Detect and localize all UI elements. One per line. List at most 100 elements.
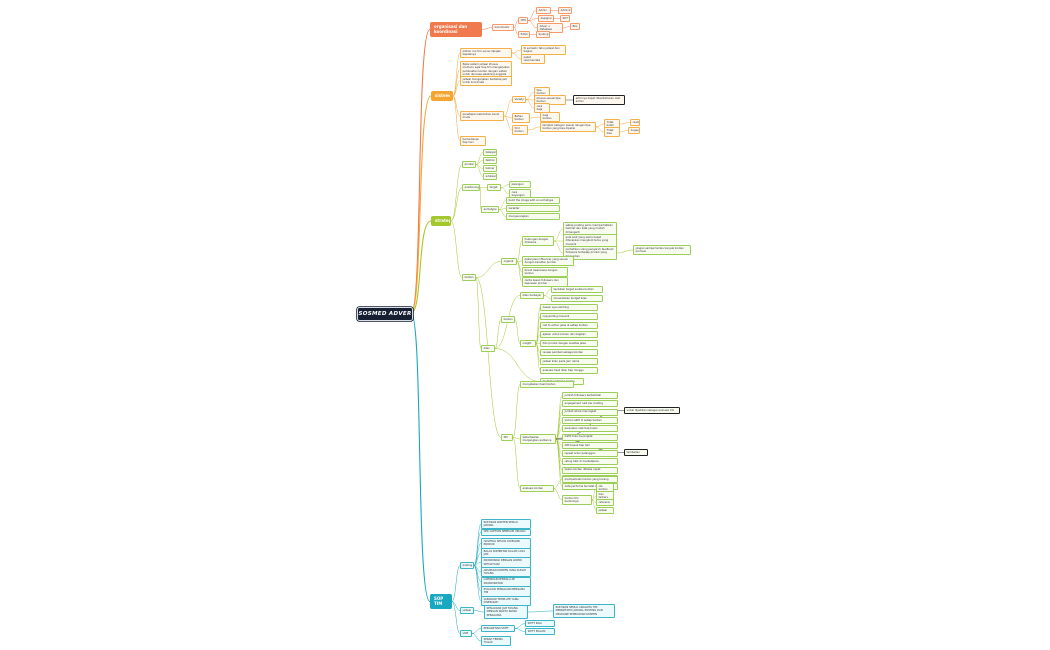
node-strategi-org_h_items-2[interactable]: perhatikan ulang pengaruh feedback follo… [563,246,617,260]
node-org-koordinator[interactable]: koordinator [492,24,514,31]
node-sop-shift_a_items-1[interactable]: SHIFT MALAM [525,628,555,635]
node-strategi-arch_items-0[interactable]: build the image with an archetype [506,197,560,204]
node-strategi-org4[interactable]: cerita kesan followers dan kepuasan prod… [522,277,568,288]
node-strategi-p_items-3[interactable]: edukasi [483,173,497,180]
node-sistem-s1b[interactable]: paket rekomendasi [521,54,545,65]
node-strategi-kpi_b[interactable]: evaluasi konten [520,485,554,492]
node-sop-jadwal[interactable]: jadwal [460,607,474,614]
node-sistem-s4c1a1[interactable]: ready [630,119,640,126]
node-strategi-ads_b_items-2[interactable]: call to action jelas di setiap konten [540,322,598,329]
connector [452,95,461,142]
node-strategi-pos_a_items-0[interactable]: kalangan [509,181,531,188]
node-sop-jadwal_a[interactable]: SESUAIKAN JAM TAYANG DENGAN WAKTU RAMAI … [484,605,528,619]
node-sistem-s3[interactable]: jadwal mengerjakan bertahap jam untuk ko… [460,76,512,87]
node-strategi-kpi_b2_items-3[interactable]: jadwal [596,507,614,514]
node-strategi-positioning[interactable]: positioning [462,184,480,191]
node-strategi-org3[interactable]: brand awareness dengan konten [522,267,568,278]
node-strategi-kpi_group[interactable]: menyatakan hasil konten [520,381,574,388]
node-strategi-konten[interactable]: konten [462,274,476,281]
node-sop-posting[interactable]: posting [460,562,474,569]
node-strategi-kpi_a_items-11[interactable]: data performa tercatat rapi [562,483,618,491]
node-org-adv_data[interactable]: Adver + Database [537,23,563,34]
root-node[interactable]: SOSMED ADVER [357,307,413,321]
node-sop-shift[interactable]: shift [460,630,472,637]
node-org-editor[interactable]: Editor [518,31,530,38]
node-strategi-kpi_b2_items-2[interactable]: referensi [596,499,614,506]
node-strategi-kpi_a_items-9[interactable]: pesan konten dibalas cepat [562,466,618,474]
node-strategi-organik[interactable]: organik [501,258,517,265]
connector [500,184,510,188]
branch-b1[interactable]: organisasi dan koordinasi [430,22,482,37]
node-strategi-p_items-2[interactable]: kuliner [483,165,497,172]
node-sistem-s5[interactable]: pemantauan tiap hari [460,136,486,147]
node-strategi-ads_a_items-1[interactable]: menentukan budget iklan [551,295,603,302]
node-strategi-ads_b[interactable]: konten [501,316,515,323]
node-strategi-kpi_a_items-3[interactable]: komen aktif di setiap konten [562,416,618,424]
node-sop-shift_b[interactable]: SERAH TERIMA TUGAS [481,636,511,647]
node-strategi-org_h[interactable]: hubungan dengan followers [522,236,554,247]
node-strategi-produk[interactable]: produk [462,161,476,168]
node-strategi-kpi_a_items-6[interactable]: DM masuk tiap hari [562,441,618,449]
node-strategi-ads_b_items-6[interactable]: jadwal iklan pada jam ramai [540,358,598,365]
node-strategi-ads_b_items-5[interactable]: review pembeli sebagai konten [540,349,598,356]
node-strategi-kpi_a_items-4[interactable]: penjualan naik tiap bulan [562,425,618,433]
node-strategi-kpi_b2[interactable]: konten tim berikutnya [562,495,592,506]
node-strategi-ads_b_items-3[interactable]: ajakan untuk komen dan bagikan [540,331,598,338]
node-sistem-s4a2[interactable]: khusus sesuai tipe konten [534,95,566,106]
node-strategi-ads_a[interactable]: iklan berbayar [520,292,544,299]
node-strategi-kpi_a_items-7[interactable]: repeat order pelanggan [562,450,618,458]
node-strategi-pos_a[interactable]: target [487,184,501,191]
node-strategi-ads_b_items-1[interactable]: copywriting menarik [540,313,598,320]
node-strategi-kpi_a_items-0[interactable]: jumlah followers bertambah [562,392,618,399]
node-strategi-ads_b_items-4[interactable]: foto produk dengan kualitas jelas [540,340,598,347]
node-org-ceo[interactable]: CEO [518,17,528,24]
node-sop-shift_a[interactable]: PERGANTIAN SHIFT [481,625,515,632]
node-strategi-kpi_a_items-8[interactable]: rating baik di marketplace [562,458,618,466]
node-org-syuting[interactable]: Syuting [536,31,550,38]
node-strategi-arch_items-1[interactable]: karakter [506,205,560,212]
node-sistem-s1[interactable]: pilihan cus tim survei dipajak kepalanya [460,48,512,59]
node-strategi-kpi_a[interactable]: keberhasilan menjangkau audience [520,434,556,445]
node-strategi-arch_items-2[interactable]: menyenangkan [506,213,560,220]
node-sistem-s4[interactable]: penetapan kebutuhan kaum muda [460,111,504,122]
node-sop-posting_items-0[interactable]: PASTIKAN KONTEN SESUAI JADWAL [481,519,531,530]
node-sop-shift_a_items-0[interactable]: SHIFT PAGI [525,620,555,627]
node-org-bcs[interactable]: BCs [570,23,580,30]
branch-b4[interactable]: SOP TIM [430,594,452,609]
node-strategi-ads[interactable]: iklan [481,345,495,352]
node-sistem-s4c1b[interactable]: Tidak bisa [604,127,620,138]
node-org-admin2[interactable]: Admin2 [558,7,572,14]
node-strategi-ads_b_items-7[interactable]: evaluasi hasil iklan tiap minggu [540,367,598,374]
node-strategi-ads_a_items-0[interactable]: tentukan target audience iklan [551,286,603,293]
node-sop-jadwal_a1[interactable]: PASTIKAN SEMUA ANGGOTA TIM MENGETAHUI JA… [553,604,615,618]
node-strategi-p_items-1[interactable]: fashion [483,157,497,164]
node-org-admin[interactable]: Admin [536,7,551,14]
node-strategi-org_note[interactable]: jangan sampai terlalu banyak konten prom… [633,245,691,256]
node-sistem-s4c1b1[interactable]: dugaan [628,127,640,134]
node-strategi-kpi_b1[interactable]: memperbaiki konten yang kurang [562,476,618,483]
node-strategi-kpi_note1[interactable]: untuk dijadikan sebagai evaluasi tim [624,407,680,414]
node-strategi-kpi_note2[interactable]: tambahan [624,449,648,456]
node-sistem-s4a[interactable]: Variety [512,96,526,103]
node-sistem-s4c1[interactable]: templat, kategori sesuai dengan tipe kon… [540,122,596,133]
node-strategi-kpi[interactable]: KPI [501,434,513,441]
node-sistem-s4c[interactable]: fold konten [512,125,528,136]
node-strategi-kpi_a_items-1[interactable]: engagement naik per posting [562,400,618,408]
node-strategi-ads_c[interactable]: insight [520,340,536,347]
node-sistem-s4b[interactable]: Bahan konten [512,113,530,124]
branch-b2[interactable]: sistem [431,91,453,101]
node-strategi-kpi_a_items-5[interactable]: trafik toko meningkat [562,433,618,441]
branch-b3[interactable]: strategi [431,216,451,226]
node-sistem-s4note[interactable]: akhirnya dapat diberitahukan oleh admin [573,95,625,106]
node-org-designer[interactable]: designer [538,15,554,22]
node-sop-posting_items-5[interactable]: ARSIPKAN KONTEN YANG SUDAH TAYANG [481,567,531,578]
node-strategi-kpi_a_items-2[interactable]: jumlah share meningkat [562,408,618,416]
node-org-sdt[interactable]: SDT [560,15,570,22]
node-strategi-p_items-0[interactable]: kategori [483,149,497,156]
node-strategi-ads_b_items-0[interactable]: desain eye-catching [540,304,598,311]
node-strategi-org2[interactable]: pakai jasa influencer yang sesuai dengan… [522,256,574,267]
node-sop-posting_items-1[interactable]: CEK CAPTION SEBELUM UPLOAD [481,528,531,536]
connector [494,348,541,382]
node-strategi-archetype[interactable]: archetype [481,206,499,213]
node-sistem-s4b1[interactable]: bagi konten [540,112,560,123]
